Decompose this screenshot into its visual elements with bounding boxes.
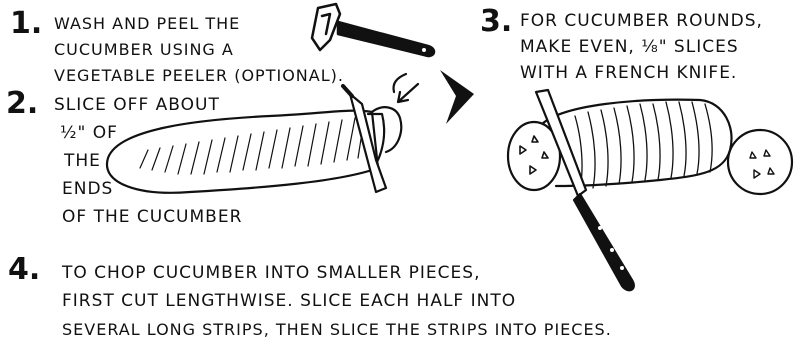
step-2-line-3: the xyxy=(64,150,101,172)
next-step-arrow xyxy=(440,70,474,124)
step-1-line-3: vegetable peeler (optional). xyxy=(54,64,344,87)
step-1-number: 1. xyxy=(10,6,42,41)
step-2-line-4: ends xyxy=(62,178,113,200)
step-2-line-1: Slice off about xyxy=(54,94,220,116)
cucumber-with-knife-illustration xyxy=(107,74,418,193)
step-4-line-2: first cut lengthwise. Slice each half in… xyxy=(62,290,516,313)
step-3-number: 3. xyxy=(480,4,512,39)
step-4-number: 4. xyxy=(8,252,40,287)
step-4-line-1: To chop cucumber into smaller pieces, xyxy=(62,262,480,285)
step-3-line-2: make even, ⅛" slices xyxy=(520,36,739,58)
step-2-line-5: of the cucumber xyxy=(62,206,242,228)
step-2-number: 2. xyxy=(6,86,38,121)
step-4-line-3: several long strips, then slice the stri… xyxy=(62,318,612,341)
cucumber-rounds-illustration xyxy=(508,90,792,290)
step-3-line-1: For cucumber rounds, xyxy=(520,10,763,32)
step-2-line-2: ½" of xyxy=(60,122,118,144)
step-1-line-1: Wash and peel the xyxy=(54,12,240,35)
step-1-line-2: cucumber using a xyxy=(54,38,234,61)
step-3-line-3: with a french knife. xyxy=(520,62,737,84)
vegetable-peeler-illustration xyxy=(312,4,434,56)
